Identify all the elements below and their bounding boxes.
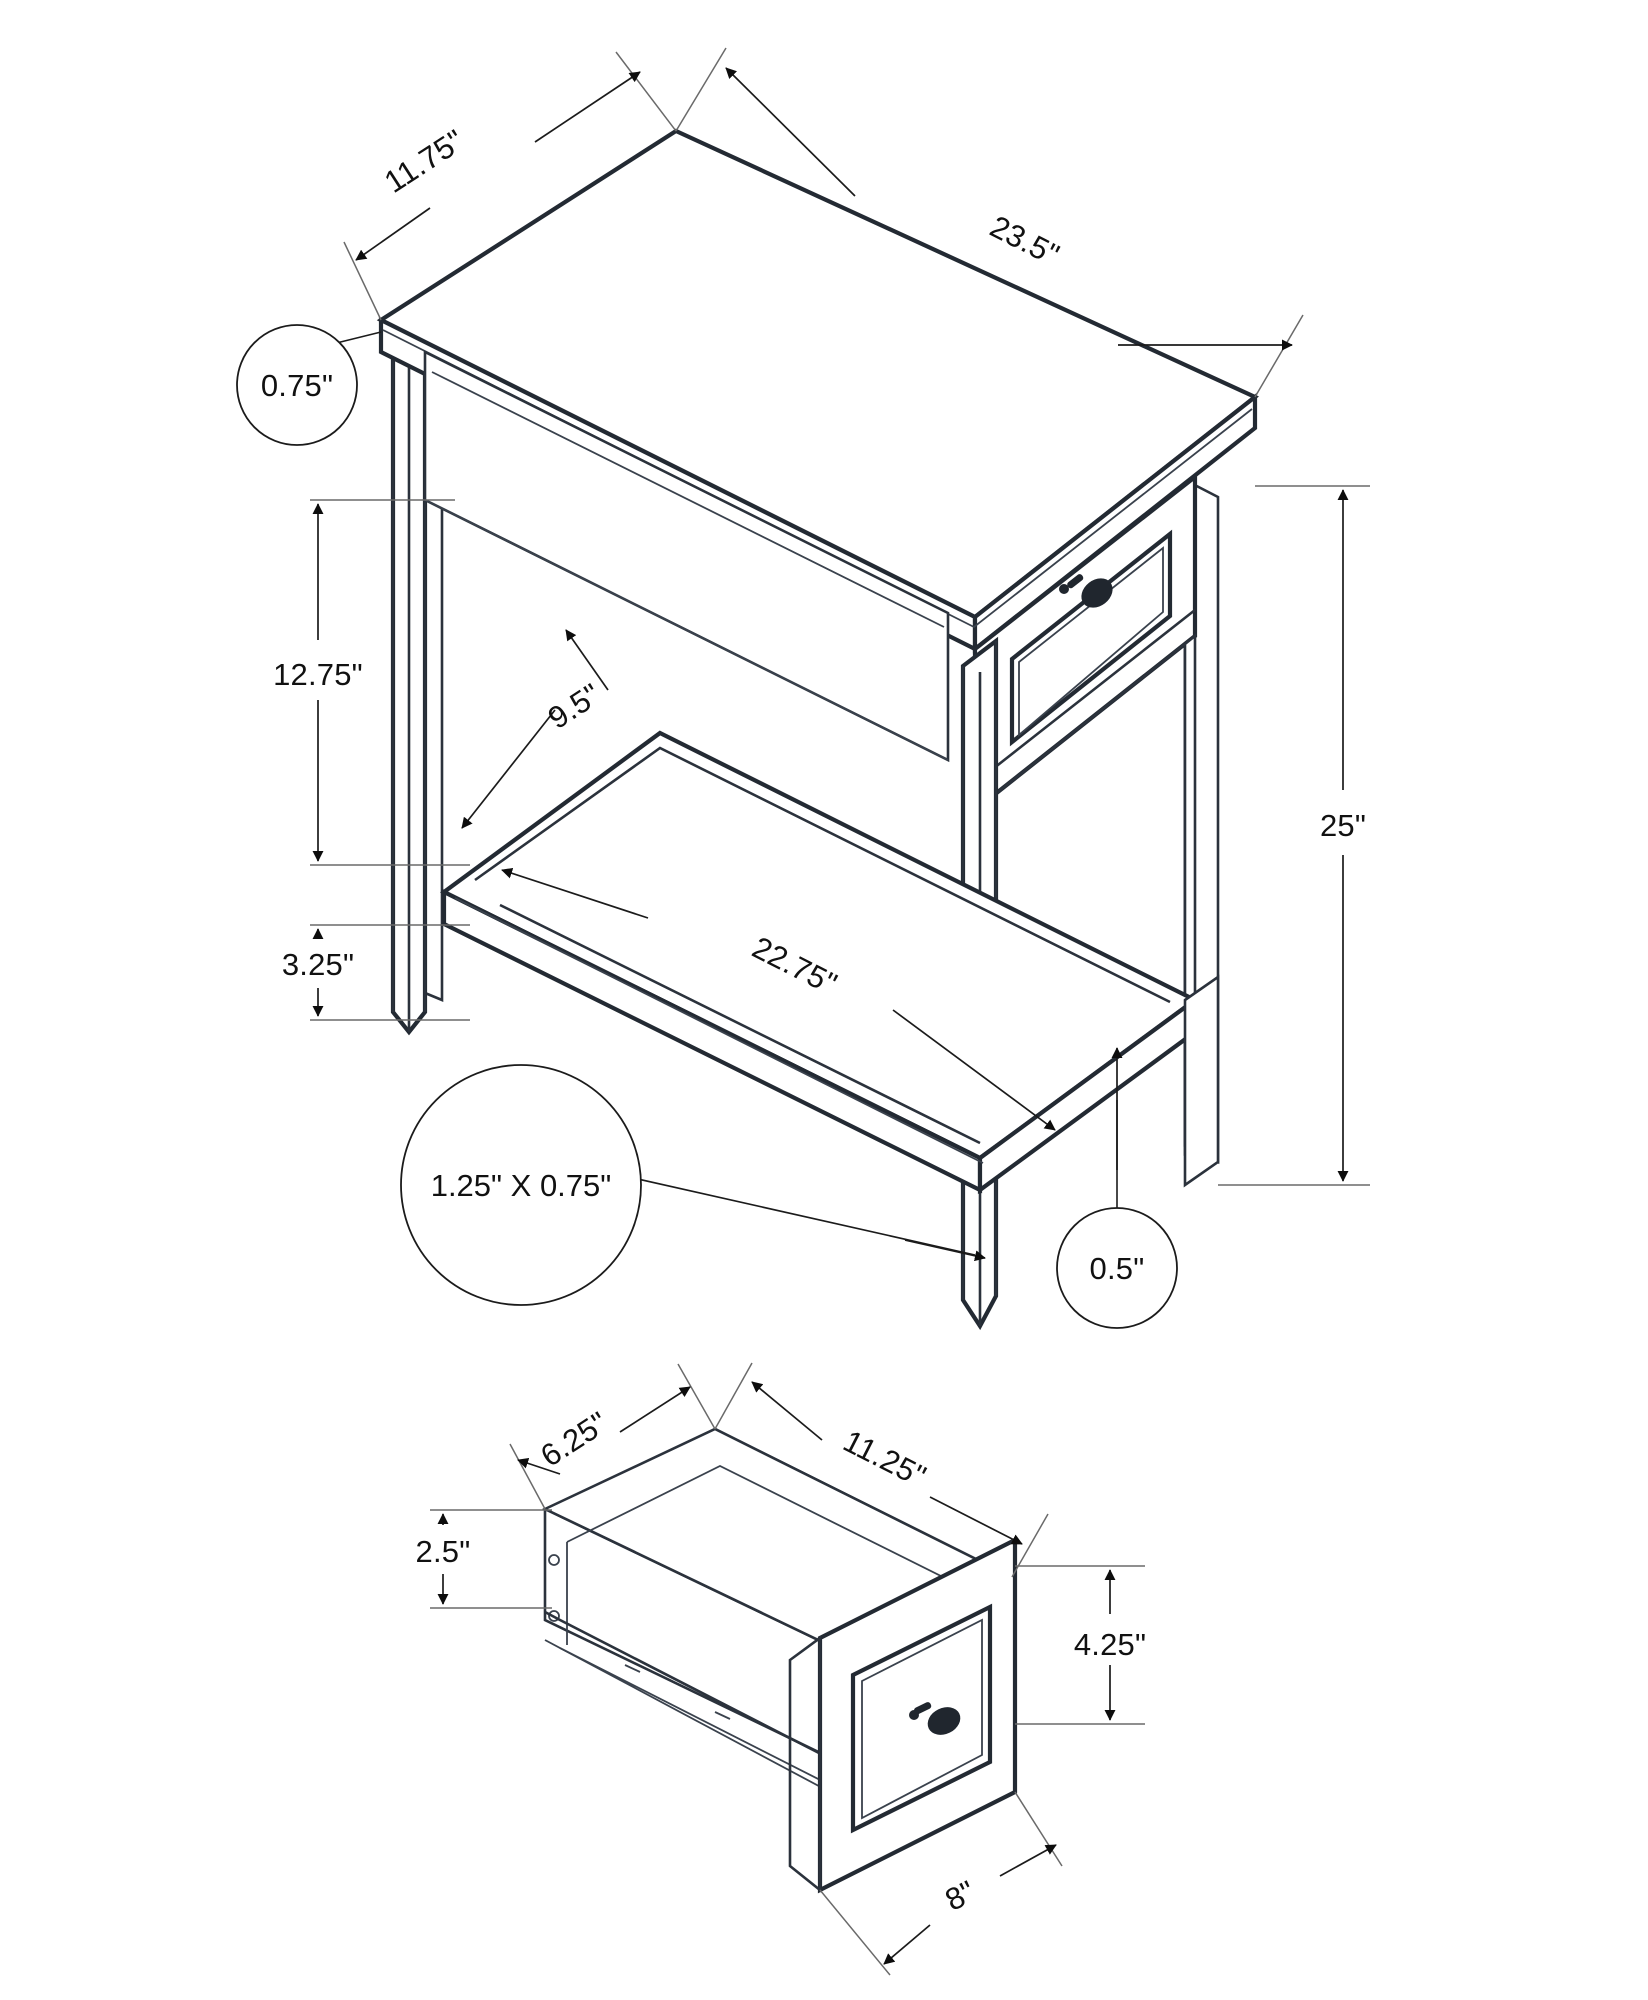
dimension-leg-clearance: 12.75" (273, 499, 470, 866)
dim-label-drawer-height: 2.5" (416, 1534, 471, 1569)
dim-label-leg-clearance: 12.75" (273, 657, 363, 692)
dimension-front-height: 4.25" (1015, 1565, 1146, 1725)
callout-label-top-thickness: 0.75" (261, 368, 333, 403)
drawer-knob-detail[interactable] (909, 1701, 965, 1740)
drawer-knob-table[interactable] (1059, 572, 1118, 613)
callout-label-shelf-thickness: 0.5" (1090, 1251, 1145, 1286)
dim-label-front-width: 8" (940, 1874, 981, 1918)
dim-label-front-height: 4.25" (1074, 1627, 1146, 1662)
callout-label-leg-section: 1.25" X 0.75" (431, 1168, 612, 1203)
drawer-slide-rail (544, 1610, 857, 1793)
callout-top-thickness: 0.75" (236, 324, 382, 446)
table-isometric-view: 11.75" 23.5" 0.75" 1 (236, 47, 1370, 1331)
callout-leg-section: 1.25" X 0.75" (400, 1064, 986, 1306)
dim-label-overall-height: 25" (1320, 808, 1366, 843)
dimension-drawer-height: 2.5" (416, 1509, 552, 1609)
dim-label-drawer-depth: 6.25" (534, 1405, 614, 1474)
table-leg-rear-right-lower (1183, 974, 1220, 1188)
dim-label-width-top: 23.5" (985, 209, 1065, 273)
dimension-shelf-to-floor: 3.25" (282, 924, 470, 1021)
table-bottom-shelf (439, 730, 1200, 1195)
dim-label-shelf-to-floor: 3.25" (282, 947, 354, 982)
dim-label-depth-top: 11.75" (378, 123, 470, 200)
dimension-overall-height: 25" (1218, 485, 1370, 1186)
table-apron-left (423, 349, 950, 763)
table-leg-front-left (390, 321, 428, 1036)
drawer-detail-view: 6.25" 11.25" 2.5" (416, 1362, 1146, 1976)
dim-label-shelf-depth: 9.5" (542, 677, 607, 736)
dim-label-drawer-width: 11.25" (838, 1423, 932, 1494)
callout-shelf-thickness: 0.5" (1056, 1047, 1178, 1329)
